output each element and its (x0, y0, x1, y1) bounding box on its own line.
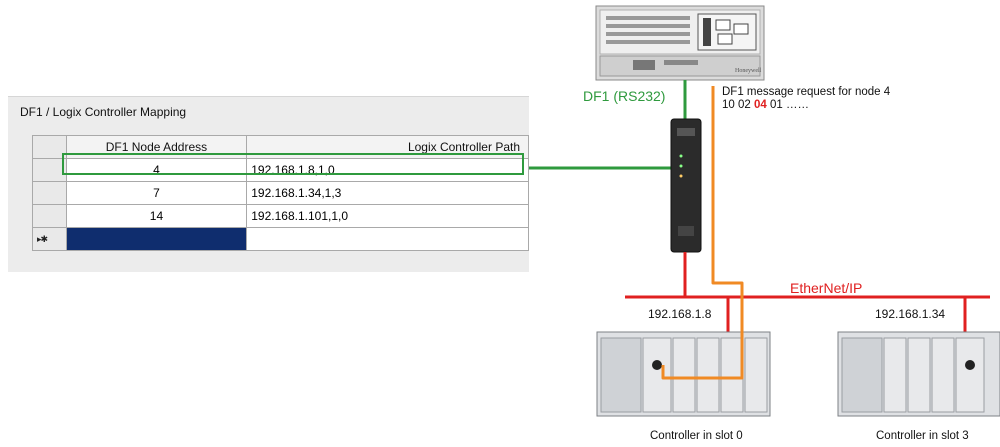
message-line-2: 10 02 04 01 …… (722, 99, 890, 112)
message-node-byte: 04 (753, 99, 767, 111)
controller-2-caption: Controller in slot 3 (876, 430, 969, 442)
plc-rack-icon (596, 331, 771, 417)
mapping-panel-title: DF1 / Logix Controller Mapping (20, 105, 187, 119)
table-row[interactable]: 4 192.168.1.8,1,0 (32, 158, 529, 182)
new-row[interactable]: ▸✱ (32, 227, 529, 251)
new-row-marker[interactable]: ▸✱ (32, 227, 67, 251)
host-brand-label: Honeywell (735, 68, 762, 74)
node-cell[interactable]: 4 (65, 158, 248, 182)
node-cell[interactable]: 7 (65, 181, 248, 205)
df1-serial-link (528, 80, 687, 170)
message-suffix: 01 …… (769, 99, 809, 111)
df1-link-label: DF1 (RS232) (583, 88, 666, 104)
controller-1-ip: 192.168.1.8 (648, 307, 712, 321)
controller-2-ip: 192.168.1.34 (875, 307, 946, 321)
honeywell-host-computer-icon: Honeywell (595, 5, 765, 81)
table-row[interactable]: 7 192.168.1.34,1,3 (32, 181, 529, 205)
row-header[interactable] (32, 158, 67, 182)
mapping-table: DF1 Node Address Logix Controller Path 4… (32, 135, 529, 251)
new-row-path-cell[interactable] (246, 227, 529, 251)
ethernet-network (625, 252, 990, 340)
column-header-path[interactable]: Logix Controller Path (246, 135, 529, 159)
message-line-1: DF1 message request for node 4 (722, 86, 891, 98)
table-row[interactable]: 14 192.168.1.101,1,0 (32, 204, 529, 228)
mapping-panel: DF1 / Logix Controller Mapping DF1 Node … (8, 96, 529, 272)
row-header[interactable] (32, 204, 67, 228)
plc-rack-icon (837, 331, 1000, 417)
row-header[interactable] (32, 181, 67, 205)
path-cell[interactable]: 192.168.1.101,1,0 (246, 204, 529, 228)
column-header-node[interactable]: DF1 Node Address (65, 135, 248, 159)
df1-ethernet-gateway-icon (670, 118, 702, 253)
row-header-corner (32, 135, 67, 159)
controller-1-caption: Controller in slot 0 (650, 430, 743, 442)
message-prefix: 10 02 (722, 99, 751, 111)
ethernet-label: EtherNet/IP (790, 280, 863, 296)
path-cell[interactable]: 192.168.1.34,1,3 (246, 181, 529, 205)
message-request-label: DF1 message request for node 4 10 02 04 … (722, 86, 890, 112)
node-cell[interactable]: 14 (65, 204, 248, 228)
table-header-row: DF1 Node Address Logix Controller Path (32, 135, 529, 159)
message-route (661, 86, 744, 380)
new-row-node-cell[interactable] (65, 227, 248, 251)
path-cell[interactable]: 192.168.1.8,1,0 (246, 158, 529, 182)
